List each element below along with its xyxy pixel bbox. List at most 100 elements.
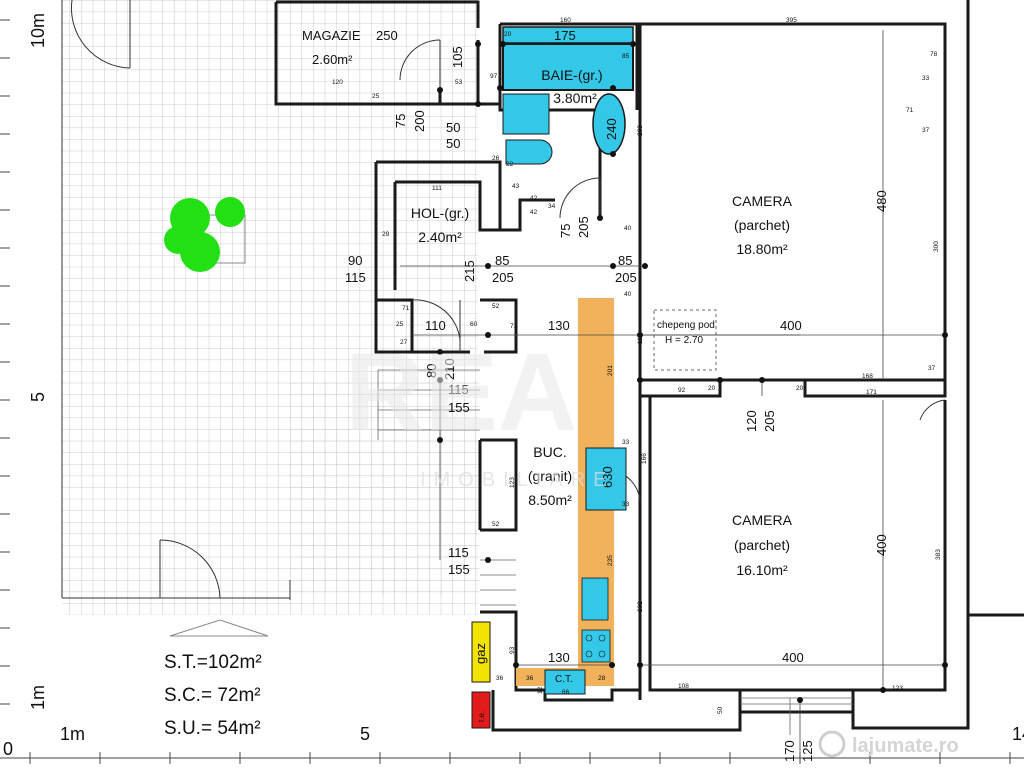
dim-label-small: 43 [512, 183, 520, 190]
attic-hatch-height: H = 2.70 [665, 335, 704, 346]
toilet-icon [505, 139, 553, 165]
dim-label-small: 50 [717, 706, 724, 714]
dim-label: 75 [393, 114, 408, 128]
dim-label-small: 33 [622, 439, 630, 446]
dim-label-small: 166 [641, 453, 648, 464]
dim-label-small: 123 [509, 477, 516, 488]
dim-label-small: 85 [622, 53, 630, 60]
dim-label-small: 93 [509, 646, 516, 654]
dim-label-small: 92 [678, 387, 686, 394]
dim-label: 80 [424, 364, 439, 378]
dim-label: 85 [618, 253, 632, 268]
room-magazie-area: 2.60m² [312, 52, 353, 67]
room-camera2-area: 16.10m² [736, 562, 788, 578]
dim-label-small: 300 [933, 241, 940, 252]
ct-box [544, 669, 586, 695]
room-buc-area: 8.50m² [528, 492, 572, 508]
attic-hatch [653, 309, 717, 371]
dim-label: 50 [446, 120, 460, 135]
dim-label-small: 42 [530, 209, 538, 216]
dim-label-small: 27 [400, 339, 408, 346]
dim-label-small: 111 [432, 185, 442, 192]
dim-label: 400 [874, 534, 889, 556]
dim-label: 120 [744, 410, 759, 432]
dim-label-small: 171 [866, 389, 877, 396]
axis-label-0: 0 [3, 739, 13, 759]
dim-label-small: 108 [678, 683, 689, 690]
dim-label-small: 20 [504, 31, 512, 38]
dim-label-small: 123 [892, 685, 903, 692]
dim-label-small: 36 [526, 675, 534, 682]
dim-label: 400 [780, 318, 802, 333]
axis-label-1m-left: 1m [28, 685, 48, 710]
dim-label-small: 111 [637, 334, 644, 344]
dim-label-small: 60 [470, 321, 478, 328]
gas-box [471, 621, 491, 683]
room-magazie-name: MAGAZIE [302, 28, 361, 43]
dim-label-small: 33 [922, 75, 930, 82]
dim-label: 85 [495, 253, 509, 268]
dim-label-small: 78 [930, 51, 938, 58]
watermark-logo-sub: IMOBILIARE [420, 469, 614, 491]
dim-label-small: 12 [537, 686, 544, 694]
terrace-grid-lower [290, 380, 480, 595]
dim-label-small: 20 [708, 385, 716, 392]
summary-built-area: S.C.= 72m² [164, 685, 261, 706]
dim-label-small: 53 [455, 79, 463, 86]
room-magazie-code: 250 [376, 28, 398, 43]
dim-label: 125 [800, 740, 815, 762]
dimension-labels-small: 160 395 120 53 97 25 85 20 78 33 71 37 2… [332, 17, 942, 714]
dim-label: 210 [442, 358, 457, 380]
site-watermark: lajumate.ro [818, 730, 959, 758]
electric-label: t.e. [477, 711, 486, 722]
bathtub-icon [502, 43, 634, 91]
axis-label-5-bottom: 5 [360, 724, 370, 744]
dim-label: 630 [600, 466, 615, 488]
electric-box [471, 691, 491, 729]
axis-label-10m: 10m [28, 13, 48, 48]
dim-label: 75 [558, 224, 573, 238]
dim-label: 205 [492, 270, 514, 285]
dim-label: 50 [446, 136, 460, 151]
dim-label-small: 33 [622, 501, 630, 508]
room-ct-label: C.T. [555, 674, 573, 685]
axis-label-1m-bottom: 1m [60, 724, 85, 744]
room-buc-finish: (granit) [528, 468, 572, 484]
dim-label-small: 160 [560, 17, 571, 24]
dim-label-small: 232 [637, 601, 644, 612]
bathroom-fixtures [502, 26, 634, 165]
dim-label: 155 [448, 400, 470, 415]
dim-label-small: 52 [492, 521, 500, 528]
dim-label-small: 71 [906, 107, 914, 114]
dim-label-small: 20 [796, 385, 804, 392]
dim-label-small: 52 [492, 303, 500, 310]
plant-icon [164, 197, 246, 272]
room-camera1-name: CAMERA [732, 193, 793, 209]
dim-label-small: 71 [510, 323, 518, 330]
dim-label: 175 [554, 28, 576, 43]
left-ruler [0, 19, 10, 705]
dim-label-small: 71 [402, 305, 410, 312]
dim-label-small: 22 [506, 161, 514, 168]
dim-label-small: 25 [372, 93, 380, 100]
dim-label: 130 [548, 318, 570, 333]
dim-label-small: 42 [530, 195, 538, 202]
dim-label-small: 37 [928, 365, 936, 372]
stove-icon [581, 629, 611, 663]
dim-label: 115 [448, 382, 469, 397]
dim-label-small: 25 [396, 321, 404, 328]
doors [399, 39, 946, 501]
summary-total-area: S.T.=102m² [164, 652, 262, 673]
watermark-logo: REA [345, 331, 577, 454]
attic-hatch-label: chepeng pod [657, 320, 715, 331]
sink-kitchen-icon [581, 577, 609, 621]
room-buc-name: BUC. [533, 444, 566, 460]
dim-label-small: 29 [382, 231, 390, 238]
dim-label-small: 120 [332, 79, 343, 86]
dim-label: 110 [425, 318, 446, 333]
north-marker-icon [169, 619, 269, 637]
dim-label-small: 235 [607, 555, 614, 566]
room-baie-area: 3.80m² [553, 90, 597, 106]
room-hol-name: HOL-(gr.) [411, 205, 469, 221]
